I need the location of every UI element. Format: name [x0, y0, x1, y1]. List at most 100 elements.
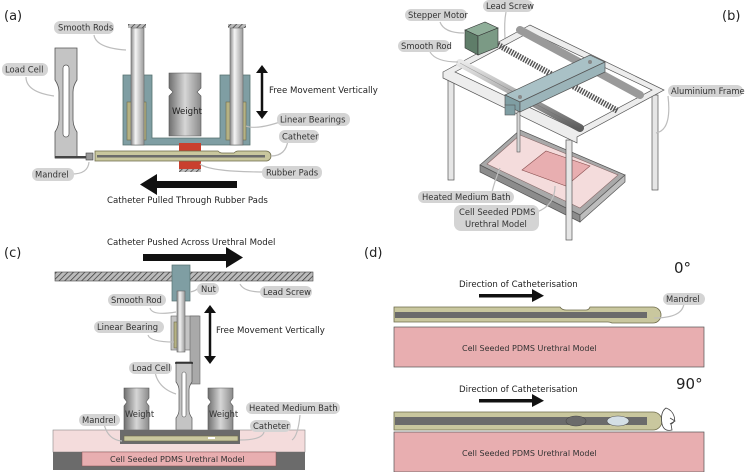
pill-heated-bath-c	[246, 402, 340, 414]
carriage	[504, 54, 606, 153]
window-hidden	[565, 415, 587, 427]
catheter-label-a: Catheter	[282, 132, 319, 142]
leader-pdms-b	[536, 185, 556, 213]
mandrel-label-d: Mandrel	[666, 294, 700, 304]
weight-left-label-c: Weight	[125, 409, 155, 419]
panel-c: (c) Catheter Pushed Across Urethral Mode…	[4, 238, 340, 470]
leader-lead-screw-b	[504, 11, 507, 39]
linear-bearings-label: Linear Bearings	[280, 115, 345, 125]
free-movement-label-c: Free Movement Vertically	[216, 326, 325, 336]
weight-right-label-c: Weight	[209, 409, 239, 419]
angle-top: 0°	[674, 259, 691, 277]
rotation-icon	[661, 407, 676, 431]
pill-catheter-c	[250, 420, 291, 432]
pill-nut	[197, 283, 219, 295]
leader-rubber-pads	[199, 163, 267, 173]
pill-load-cell	[2, 63, 48, 76]
pill-lead-screw-b	[483, 0, 533, 12]
pdms-label-b-line2: Urethral Model	[465, 219, 527, 229]
mandrel-top	[395, 312, 647, 318]
pdms-label-c: Cell Seeded PDMS Urethral Model	[110, 455, 245, 464]
mandrel-label-c: Mandrel	[82, 415, 116, 425]
pill-rubber-pads	[262, 166, 322, 179]
leader-lead-screw-c	[239, 283, 263, 293]
load-cell-label-c: Load Cell	[132, 363, 170, 373]
leader-linear-bearings	[245, 121, 281, 128]
load-cell-c-slot	[181, 371, 187, 418]
aluminium-frame-label: Aluminium Frame	[671, 86, 745, 96]
pill-mandrel-c	[79, 414, 120, 426]
leader-smooth-rod-b	[429, 51, 459, 63]
catheter-c	[123, 435, 239, 442]
weight-label: Weight	[172, 107, 203, 117]
load-cell-slot	[62, 64, 70, 138]
pdms-label-b-line1: Cell Seeded PDMS	[459, 207, 535, 217]
mandrel-label-a: Mandrel	[35, 170, 69, 180]
pill-heated-bath-b	[418, 191, 514, 203]
panel-a-tag: (a)	[4, 9, 22, 24]
free-movement-label-a: Free Movement Vertically	[269, 86, 378, 96]
pdms-model-c	[81, 451, 277, 467]
pill-linear-bearings	[277, 113, 350, 126]
smooth-rod-left	[130, 27, 145, 146]
ceiling-hatch-right	[228, 24, 246, 28]
pill-pdms-b	[454, 205, 539, 231]
pushed-caption: Catheter Pushed Across Urethral Model	[107, 238, 275, 248]
linear-bearing-label-c: Linear Bearing	[97, 322, 158, 332]
heated-bath-label-c: Heated Medium Bath	[249, 403, 338, 413]
pill-mandrel-d	[663, 293, 705, 305]
leader-heated-bath-c	[291, 414, 301, 441]
leader-heated-bath-b	[491, 167, 501, 193]
pad-hatch	[179, 169, 201, 172]
window-visible	[606, 415, 630, 427]
panel-b-tag: (b)	[722, 9, 740, 24]
panel-b: (b)	[398, 0, 745, 241]
rubber-pad-top	[179, 143, 201, 151]
mandrel-a	[97, 155, 265, 158]
leader-load-cell	[25, 76, 55, 97]
leader-load-cell-c	[154, 371, 177, 395]
smooth-rods-label: Smooth Rods	[58, 23, 113, 33]
pull-arrow	[140, 174, 237, 195]
pdms-label-top: Cell Seeded PDMS Urethral Model	[462, 344, 597, 353]
pdms-label-bottom: Cell Seeded PDMS Urethral Model	[462, 449, 597, 458]
weight-block	[168, 72, 202, 137]
pill-aluminium-frame	[668, 85, 743, 97]
leader-mandrel-c	[103, 423, 123, 442]
direction-arrow-bottom	[479, 394, 544, 407]
pill-catheter	[279, 130, 319, 143]
heated-medium-bath	[479, 129, 626, 223]
lead-screw-label-b: Lead Screw	[486, 1, 534, 11]
pill-smooth-rod-b	[398, 40, 450, 52]
leader-stepper-motor	[439, 21, 465, 34]
smooth-rod-label-c: Smooth Rod	[111, 295, 162, 305]
leader-smooth-rod-c	[149, 307, 177, 314]
panel-c-tag: (c)	[4, 246, 21, 261]
pill-load-cell-c	[129, 362, 172, 374]
direction-label-top: Direction of Catheterisation	[459, 280, 578, 290]
pdms-model-top	[393, 326, 705, 368]
panel-a: (a) Weight Free Mo	[2, 9, 378, 206]
smooth-rod-c	[176, 290, 186, 353]
pill-smooth-rod-c	[108, 294, 166, 306]
direction-arrow-top	[479, 289, 544, 302]
vertical-movement-arrow-c	[204, 305, 216, 364]
ceiling-hatch-left	[128, 24, 146, 28]
leader-nut	[189, 287, 199, 293]
leader-linear-bearing-c	[147, 334, 175, 343]
leader-mandrel	[71, 161, 90, 175]
catheter-c-window	[208, 437, 215, 439]
lead-screw-label-c: Lead Screw	[263, 287, 311, 297]
pill-smooth-rods	[54, 21, 114, 34]
angle-bottom: 90°	[676, 375, 703, 393]
stepper-motor	[464, 21, 499, 56]
pill-linear-bearing-c	[94, 321, 164, 333]
direction-label-bottom: Direction of Catheterisation	[459, 385, 578, 395]
load-cell-arm	[55, 156, 89, 159]
pill-lead-screw-c	[260, 286, 312, 298]
bracket-c	[189, 315, 201, 385]
leader-aluminium-frame	[655, 95, 670, 134]
load-cell-label-a: Load Cell	[5, 65, 43, 75]
catheter-label-c: Catheter	[253, 421, 290, 431]
